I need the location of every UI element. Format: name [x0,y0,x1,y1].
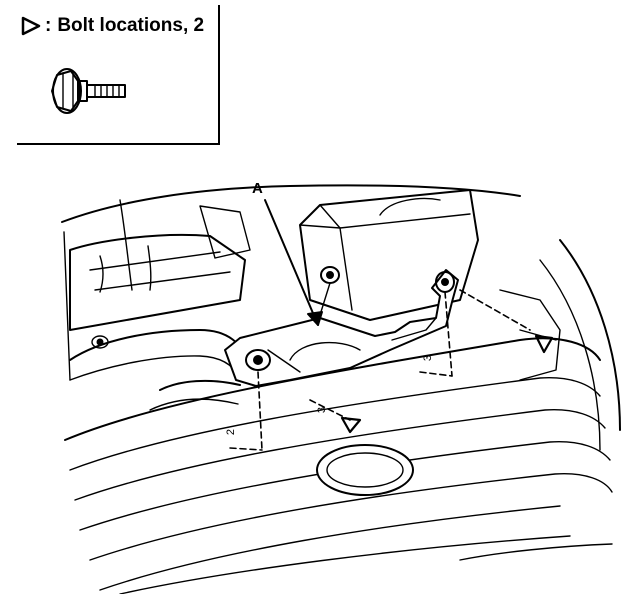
bolt-location-marker-1 [340,416,362,434]
hose-upper [69,329,251,361]
legend-separator: : [45,15,52,36]
grille-top-edge [64,337,601,441]
legend-box: : Bolt locations, 2 [17,5,220,145]
callout-label-a: A [252,180,263,197]
dash-left-bolt [257,371,263,451]
bumper-side [559,239,621,431]
callout-leader-a [264,199,319,326]
legend-label: Bolt locations, 2 [57,15,205,36]
engine-cover [69,233,246,331]
dash-right-bolt [444,291,453,377]
dash-right-to-marker [459,289,531,331]
dash-center [309,399,351,421]
dimension-mark: 3 [422,354,435,362]
dimension-mark: 3 [316,406,329,414]
right-support [499,289,561,381]
dimension-mark: 2 [225,428,238,436]
legend-row: : Bolt locations, 2 [21,15,204,37]
triangle-outline-right-icon [21,16,41,36]
hose-lower [159,379,241,391]
hood-edge-line [61,184,521,223]
flange-bolt-icon [51,68,126,114]
